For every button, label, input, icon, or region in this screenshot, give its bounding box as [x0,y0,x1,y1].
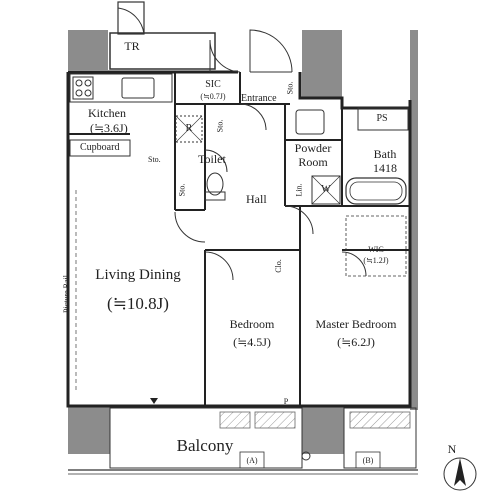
wic-label: WIC [368,245,384,254]
wic-shelf [345,215,407,277]
washer-box [311,175,341,205]
hall-label: Hall [246,192,267,206]
ac-a-label: (A) [246,456,258,465]
interior-doors [174,103,367,281]
fridge-box [175,115,203,143]
bathtub-icon [345,177,407,205]
stove-icon [72,76,94,100]
storage-label-4: Sto. [285,81,295,95]
master-bedroom-size: (≒6.2J) [337,335,375,349]
ps-box [357,107,409,131]
sic-label: SIC [205,79,221,90]
balcony-windows [219,411,411,429]
cupboard-label: Cupboard [80,142,120,153]
storage-label-1: Sto. [148,155,161,164]
master-bedroom-label: Master Bedroom [315,317,397,331]
drain-icon [301,451,311,461]
kitchen-counter [69,73,173,103]
entrance-door [209,29,293,73]
washer-label: W [321,184,331,195]
closet-label: Clo. [273,259,283,273]
wic-size: (≒1.2J) [363,256,389,265]
fridge-label: R [185,123,193,134]
bath-size: 1418 [373,161,397,175]
living-dining-size: (≒10.8J) [107,294,169,313]
cupboard-box [69,139,131,157]
ps-label: PS [376,113,388,124]
toilet-icon [206,172,224,196]
bath-label: Bath [373,147,397,161]
p-label: P [283,397,289,406]
storage-label-2: Sto. [215,119,225,133]
trunk-room [109,32,216,70]
toilet-label: Toilet [198,152,226,166]
entrance-label: Entrance [241,93,277,104]
basin-icon [295,109,325,135]
balcony-area [109,407,303,469]
kitchen-label: Kitchen [88,106,126,120]
arrow-marker [150,398,158,404]
north-arrow-icon [443,457,477,491]
north-label: N [447,442,457,456]
storage-label-3: Sto. [177,183,187,197]
sink-icon [121,77,155,99]
powder-room-label-1: Powder [294,141,332,155]
linen-label: Lin. [294,183,304,197]
balcony-label: Balcony [176,436,234,455]
kitchen-size: (≒3.6J) [90,121,128,135]
living-dining-label: Living Dining [95,267,181,283]
sic-size: (≒0.7J) [200,92,226,101]
bedroom-label: Bedroom [229,317,275,331]
structural-columns [68,30,418,454]
trunk-room-label: TR [124,39,140,53]
picture-rail-label: Picture Rail [62,275,71,313]
ac-b-label: (B) [362,456,374,465]
powder-room-label-2: Room [298,155,328,169]
bedroom-size: (≒4.5J) [233,335,271,349]
